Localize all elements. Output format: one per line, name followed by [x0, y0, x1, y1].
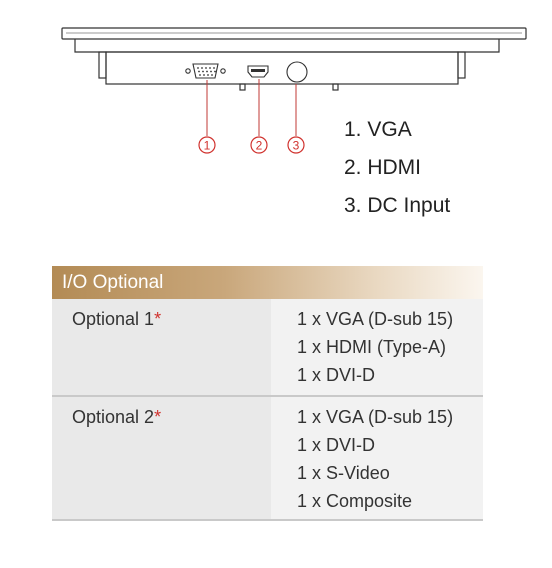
- callout-1: 1: [198, 136, 216, 154]
- required-mark: *: [154, 309, 162, 329]
- callout-1-label: 1: [204, 139, 211, 153]
- callout-2: 2: [250, 136, 268, 154]
- table-row: Optional 1* 1 x VGA (D-sub 15) 1 x HDMI …: [52, 299, 483, 397]
- value-item: 1 x VGA (D-sub 15): [297, 407, 454, 427]
- optional-1-label: Optional 1: [72, 309, 155, 329]
- optional-2-label: Optional 2: [72, 407, 155, 427]
- value-item: 1 x Composite: [297, 491, 413, 511]
- legend-item-vga: 1. VGA: [344, 118, 412, 141]
- callout-3-label: 3: [293, 139, 300, 153]
- callout-3: 3: [287, 136, 305, 154]
- value-item: 1 x DVI-D: [297, 435, 376, 455]
- row-label: Optional 2*: [52, 396, 271, 521]
- required-mark: *: [154, 407, 162, 427]
- row-label: Optional 1*: [52, 299, 271, 397]
- value-item: 1 x S-Video: [297, 463, 390, 483]
- hdmi-port: [247, 65, 269, 78]
- device-bottom-diagram: 1 2 3: [61, 27, 527, 154]
- port-legend: 1. VGA 2. HDMI 3. DC Input: [344, 115, 450, 229]
- table-header: I/O Optional: [52, 266, 483, 299]
- value-item: 1 x HDMI (Type-A): [297, 337, 447, 357]
- row-values: 1 x VGA (D-sub 15) 1 x HDMI (Type-A) 1 x…: [271, 299, 483, 397]
- legend-item-hdmi: 2. HDMI: [344, 156, 422, 179]
- vga-port: [185, 63, 226, 79]
- row-values: 1 x VGA (D-sub 15) 1 x DVI-D 1 x S-Video…: [271, 396, 483, 521]
- io-optional-table: I/O Optional Optional 1* 1 x VGA (D-sub …: [52, 266, 483, 521]
- table-row: Optional 2* 1 x VGA (D-sub 15) 1 x DVI-D…: [52, 396, 483, 521]
- legend-item-dc-input: 3. DC Input: [344, 194, 451, 217]
- dc-input-port: [286, 61, 308, 83]
- callout-2-label: 2: [256, 139, 263, 153]
- value-item: 1 x DVI-D: [297, 365, 376, 385]
- value-item: 1 x VGA (D-sub 15): [297, 309, 454, 329]
